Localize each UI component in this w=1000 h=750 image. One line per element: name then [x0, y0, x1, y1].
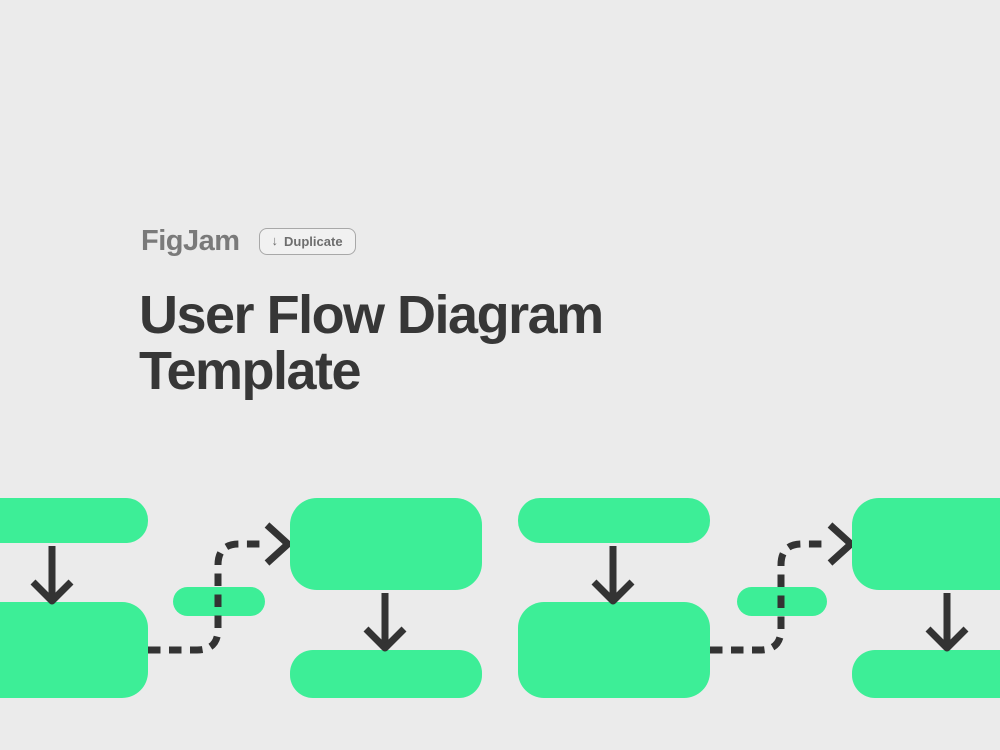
figjam-logo: FigJam	[141, 225, 240, 257]
duplicate-button-label: Duplicate	[284, 233, 343, 249]
flow-node-large-2	[290, 498, 482, 590]
down-arrow-icon	[591, 546, 635, 605]
page-title: User Flow Diagram Template	[139, 285, 604, 401]
dashed-connector-1	[148, 540, 266, 654]
header: FigJam ↓ Duplicate	[141, 224, 356, 258]
flow-node-large-3	[518, 602, 710, 698]
duplicate-button[interactable]: ↓ Duplicate	[258, 227, 356, 255]
flow-node-top-3	[518, 498, 710, 543]
down-arrow-icon	[30, 546, 74, 605]
flow-node-bottom-2	[290, 650, 482, 698]
right-arrowhead-icon	[827, 522, 855, 566]
flow-node-top-left	[0, 498, 148, 543]
right-arrowhead-icon	[264, 522, 292, 566]
flow-node-bottom-right	[852, 650, 1000, 698]
flow-node-top-right	[852, 498, 1000, 590]
flow-node-bottom-left	[0, 602, 148, 698]
dashed-connector-2	[710, 540, 829, 654]
download-arrow-icon: ↓	[271, 233, 279, 248]
user-flow-diagram-illustration	[0, 498, 1000, 698]
down-arrow-icon	[363, 593, 407, 652]
down-arrow-icon	[925, 593, 969, 652]
